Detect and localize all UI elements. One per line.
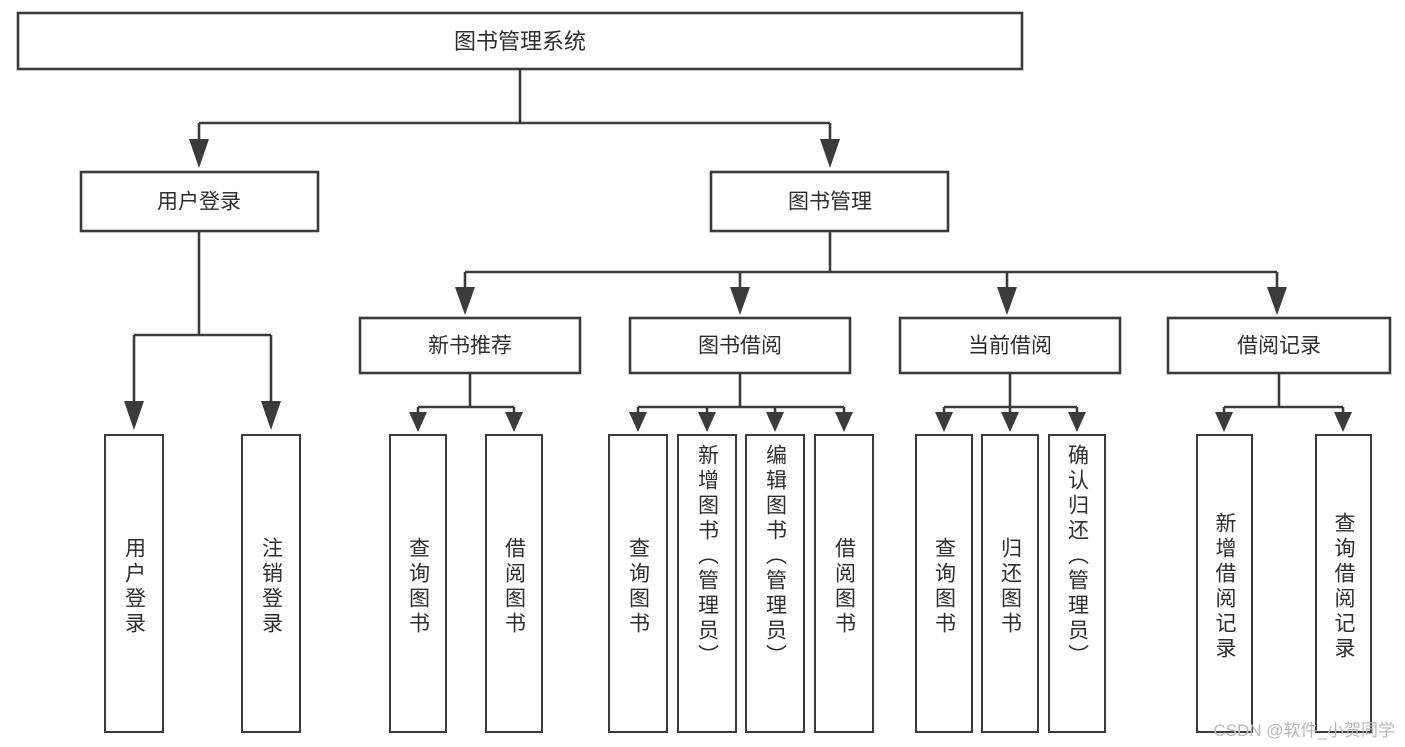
leaf-label-query-book-recommend: 查询图书 <box>406 536 430 637</box>
leaf-label-add-book: 新增图书（管理员） <box>695 444 719 669</box>
arrow-head-leaf-return-book <box>1001 412 1019 432</box>
arrow-head-leaf-add-borrow-record <box>1215 412 1233 432</box>
leaf-node-add-borrow-record[interactable]: 新增借阅记录 <box>1196 434 1253 733</box>
node-current-borrow-box[interactable] <box>898 316 1122 375</box>
arrow-head-leaf-borrow-book <box>835 412 853 432</box>
node-book-borrow-label: 图书借阅 <box>698 335 782 358</box>
leaf-node-borrow-book[interactable]: 借阅图书 <box>814 434 874 733</box>
arrow-head-user-login <box>189 139 209 168</box>
node-borrow-record-label: 借阅记录 <box>1237 335 1321 358</box>
node-user-login[interactable]: 用户登录 <box>79 170 320 233</box>
arrow-head-leaf-query-book-recommend <box>409 412 427 432</box>
node-book-manage[interactable]: 图书管理 <box>709 170 950 233</box>
leaf-node-borrow-book-recommend[interactable]: 借阅图书 <box>485 434 543 733</box>
leaf-node-query-book-current[interactable]: 查询图书 <box>915 434 973 733</box>
node-borrow-record[interactable]: 借阅记录 <box>1166 316 1392 375</box>
leaf-label-edit-book: 编辑图书（管理员） <box>763 444 787 669</box>
node-current-borrow-label: 当前借阅 <box>968 335 1052 358</box>
leaf-label-logout: 注销登录 <box>259 536 283 637</box>
leaf-label-return-book: 归还图书 <box>998 536 1022 637</box>
leaf-label-query-book-current: 查询图书 <box>932 536 956 637</box>
arrow-head-leaf-confirm-return <box>1068 412 1086 432</box>
leaf-label-add-borrow-record: 新增借阅记录 <box>1213 511 1236 662</box>
node-book-borrow[interactable]: 图书借阅 <box>628 316 852 375</box>
arrow-head-book-borrow <box>730 287 750 315</box>
arrow-head-leaf-logout <box>261 401 281 430</box>
arrow-head-current-borrow <box>997 287 1017 315</box>
node-new-book-recommend-box[interactable] <box>358 316 582 375</box>
leaf-label-borrow-book: 借阅图书 <box>832 536 856 637</box>
leaf-label-query-borrow-record: 查询借阅记录 <box>1332 511 1355 662</box>
connector-group <box>124 69 1352 432</box>
node-borrow-record-box[interactable] <box>1166 316 1392 375</box>
arrow-head-leaf-query-book-borrow <box>629 412 647 432</box>
arrow-head-book-manage <box>820 139 840 168</box>
arrow-head-leaf-edit-book <box>766 412 784 432</box>
node-book-manage-box[interactable] <box>709 170 950 233</box>
leaf-label-user-login: 用户登录 <box>122 536 146 637</box>
leaf-node-query-book-recommend[interactable]: 查询图书 <box>389 434 447 733</box>
arrow-head-leaf-user-login <box>124 401 144 430</box>
arrow-head-borrow-record <box>1267 287 1287 315</box>
leaf-node-query-borrow-record[interactable]: 查询借阅记录 <box>1315 434 1372 733</box>
node-new-book-recommend-label: 新书推荐 <box>428 335 512 358</box>
node-root-label: 图书管理系统 <box>454 29 586 54</box>
node-current-borrow[interactable]: 当前借阅 <box>898 316 1122 375</box>
leaf-label-confirm-return: 确认归还（管理员） <box>1065 444 1089 669</box>
leaf-node-user-login[interactable]: 用户登录 <box>104 434 164 733</box>
leaf-node-query-book-borrow[interactable]: 查询图书 <box>608 434 668 733</box>
arrow-head-new-book-recommend <box>455 287 475 315</box>
node-user-login-box[interactable] <box>79 170 320 233</box>
leaf-node-logout[interactable]: 注销登录 <box>241 434 301 733</box>
node-book-manage-label: 图书管理 <box>788 191 872 214</box>
leaf-node-add-book[interactable]: 新增图书（管理员） <box>677 434 737 733</box>
leaf-node-return-book[interactable]: 归还图书 <box>981 434 1039 733</box>
leaf-node-confirm-return[interactable]: 确认归还（管理员） <box>1048 434 1106 733</box>
node-user-login-label: 用户登录 <box>157 191 241 214</box>
node-root-box[interactable] <box>16 11 1024 71</box>
node-root[interactable]: 图书管理系统 <box>16 11 1024 71</box>
arrow-head-leaf-add-book <box>698 412 716 432</box>
arrow-head-leaf-query-book-current <box>935 412 953 432</box>
leaf-label-query-book-borrow: 查询图书 <box>626 536 650 637</box>
node-new-book-recommend[interactable]: 新书推荐 <box>358 316 582 375</box>
arrow-head-leaf-borrow-book-recommend <box>505 412 523 432</box>
leaf-label-borrow-book-recommend: 借阅图书 <box>502 536 526 637</box>
node-book-borrow-box[interactable] <box>628 316 852 375</box>
leaf-node-edit-book[interactable]: 编辑图书（管理员） <box>745 434 805 733</box>
arrow-head-leaf-query-borrow-record <box>1334 412 1352 432</box>
